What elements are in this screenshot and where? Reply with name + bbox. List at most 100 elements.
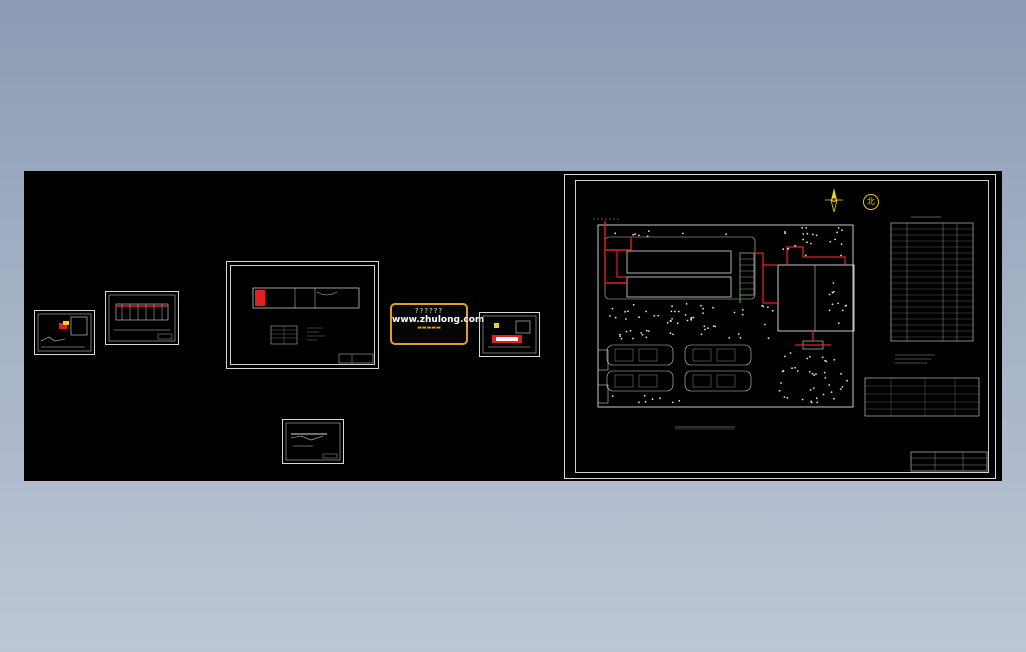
tree-mark — [657, 314, 660, 317]
tree-mark — [829, 240, 832, 243]
tree-mark — [836, 231, 838, 234]
tree-mark — [840, 372, 842, 375]
tree-mark — [625, 330, 628, 333]
tree-mark — [638, 316, 640, 319]
tree-mark — [806, 232, 809, 235]
tree-mark — [778, 389, 781, 392]
tree-mark — [801, 398, 804, 401]
tree-mark — [671, 317, 673, 320]
north-arrow-icon — [825, 188, 843, 213]
tree-mark — [802, 233, 805, 235]
tree-mark — [638, 401, 640, 404]
compass-icon — [823, 187, 845, 213]
tree-mark — [786, 397, 789, 399]
tree-mark — [832, 282, 835, 284]
drawing-sheet-5 — [479, 312, 540, 357]
tree-mark — [644, 401, 647, 403]
tree-mark — [828, 384, 831, 386]
tree-mark — [822, 393, 825, 396]
tree-mark — [809, 389, 812, 391]
tree-mark — [733, 311, 736, 314]
tree-mark — [783, 355, 786, 358]
tree-mark — [761, 304, 763, 307]
tree-mark — [831, 303, 834, 306]
tree-mark — [840, 254, 842, 257]
tree-mark — [632, 234, 634, 236]
tree-mark — [833, 358, 836, 361]
tree-mark — [767, 337, 770, 340]
watermark-dots: ?????? — [414, 307, 444, 315]
tree-mark — [643, 394, 646, 397]
tree-mark — [806, 241, 808, 244]
tree-mark — [625, 318, 627, 320]
tree-mark — [700, 304, 702, 307]
tree-mark — [813, 374, 816, 377]
tree-mark — [640, 332, 643, 334]
tree-mark — [794, 244, 796, 247]
tree-mark — [834, 238, 837, 241]
tree-mark — [725, 233, 727, 235]
tree-mark — [821, 356, 824, 359]
tree-mark — [645, 329, 648, 332]
tree-mark — [837, 227, 840, 229]
sheet-1-linework — [37, 313, 92, 352]
tree-mark — [837, 322, 840, 325]
tree-mark — [791, 367, 793, 370]
tree-mark — [845, 304, 848, 307]
tree-mark — [784, 231, 786, 233]
drawing-sheet-1 — [34, 310, 95, 355]
tree-mark — [830, 391, 833, 393]
tree-mark — [828, 293, 831, 296]
tree-mark — [823, 371, 826, 374]
tree-mark — [703, 325, 706, 328]
tree-mark — [832, 290, 835, 293]
tree-mark — [671, 305, 673, 308]
tree-mark — [841, 309, 844, 312]
tree-mark — [627, 310, 629, 312]
drawing-sheet-4 — [282, 419, 344, 464]
site-plan-sheet: 北 — [564, 174, 996, 479]
tree-mark — [811, 372, 814, 375]
tree-mark — [645, 310, 647, 313]
tree-mark — [805, 227, 808, 229]
sheet-4-linework — [285, 422, 341, 461]
sheet-3-linework — [252, 287, 374, 364]
tree-mark — [787, 247, 790, 250]
sheet-5-linework — [482, 315, 537, 354]
tree-mark — [646, 235, 649, 238]
compass-label: 北 — [863, 194, 879, 210]
tree-mark — [704, 328, 706, 331]
tree-mark — [672, 333, 674, 336]
tree-mark — [669, 332, 672, 335]
tree-mark — [794, 366, 796, 369]
tree-mark — [671, 401, 674, 404]
zhulong-watermark: ?????? www.zhulong.com ▬▬▬▬▬ — [390, 303, 484, 345]
tree-mark — [804, 254, 807, 257]
tree-mark — [728, 337, 731, 339]
tree-mark — [686, 319, 689, 322]
tree-mark — [669, 319, 672, 322]
landscape-tree-marks — [609, 226, 848, 404]
tree-mark — [714, 325, 717, 328]
tree-mark — [782, 248, 785, 251]
tree-mark — [614, 316, 617, 319]
tree-mark — [846, 379, 848, 382]
tree-mark — [806, 357, 809, 360]
tree-mark — [692, 316, 695, 319]
tree-mark — [781, 370, 784, 373]
cad-drawing-viewport[interactable]: ?????? www.zhulong.com ▬▬▬▬▬ 北 — [24, 171, 1002, 481]
tree-mark — [629, 329, 632, 332]
tree-mark — [653, 315, 656, 317]
tree-mark — [741, 313, 744, 316]
tree-mark — [611, 395, 614, 397]
tree-mark — [707, 327, 709, 329]
tree-mark — [634, 233, 636, 236]
tree-mark — [771, 309, 774, 312]
sheet-2-linework — [108, 294, 176, 342]
tree-mark — [837, 302, 839, 305]
tree-mark — [677, 310, 680, 313]
tree-mark — [824, 377, 827, 379]
tree-mark — [741, 308, 744, 311]
tree-mark — [632, 337, 634, 340]
tree-mark — [645, 336, 648, 339]
